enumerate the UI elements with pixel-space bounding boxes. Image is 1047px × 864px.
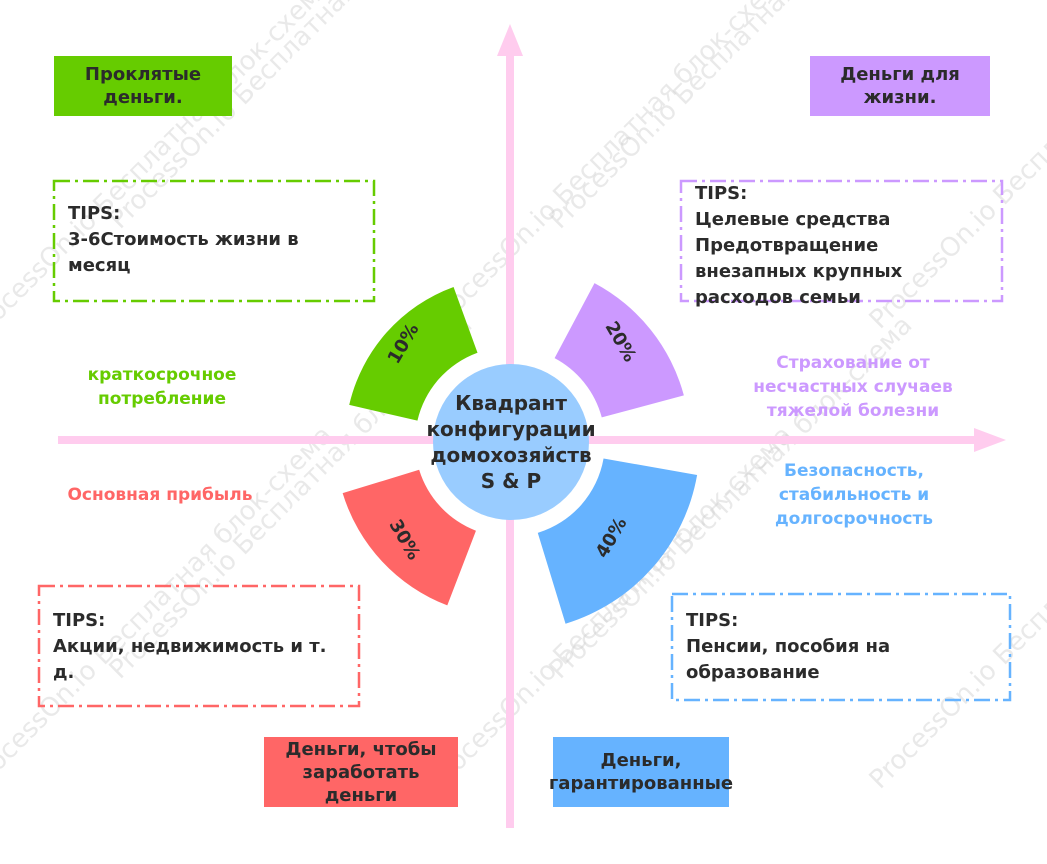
tips-bottom-left: TIPS: Акции, недвижимость и т. д. [39,586,359,706]
tips-border-top-right [679,179,1004,303]
tips-top-right: TIPS: Целевые средства Предотвращение вн… [681,181,1002,308]
title-box-guaranteed-money: Деньги, гарантированные [549,737,733,807]
tips-line: Акции, недвижимость и т. д. [53,636,327,683]
sector-30-percent [342,469,476,606]
tips-line: TIPS: [695,183,748,204]
tips-line: Пенсии, пособия на образование [686,636,891,683]
tips-line: TIPS: [53,610,106,631]
center-title: Квадрант конфигурации домохозяйств S & P [426,391,596,493]
tips-border-bottom-left [37,584,361,708]
tips-border-top-left [52,179,376,303]
center-circle [433,364,589,520]
quadrant-label-insurance: Страхование от несчастных случаев тяжело… [753,353,953,421]
title-box-money-to-earn: Деньги, чтобы заработать деньги [264,737,458,807]
vertical-axis-arrow [497,24,523,56]
tips-line: 3-6Стоимость жизни в месяц [68,229,299,276]
tips-top-left: TIPS: 3-6Стоимость жизни в месяц [54,181,374,301]
tips-line: Предотвращение внезапных крупных расходо… [695,235,903,308]
quadrant-label-short-term: краткосрочное потребление [87,365,237,409]
sector-40-percent [537,458,698,624]
quadrant-label-main-profit: Основная прибыль [67,485,253,505]
tips-line: TIPS: [686,610,739,631]
tips-border-bottom-right [670,592,1012,702]
tips-line: TIPS: [68,203,121,224]
tips-bottom-right: TIPS: Пенсии, пособия на образование [672,594,1010,700]
sector-20-percent [554,283,684,418]
tips-line: Целевые средства [695,209,891,230]
sector-10-percent [349,286,478,421]
quadrant-label-safety: Безопасность, стабильность и долгосрочно… [774,461,934,529]
title-box-money-for-life: Деньги для жизни. [810,56,990,116]
title-box-cursed-money: Проклятые деньги. [54,56,232,116]
horizontal-axis-arrow [974,428,1006,452]
